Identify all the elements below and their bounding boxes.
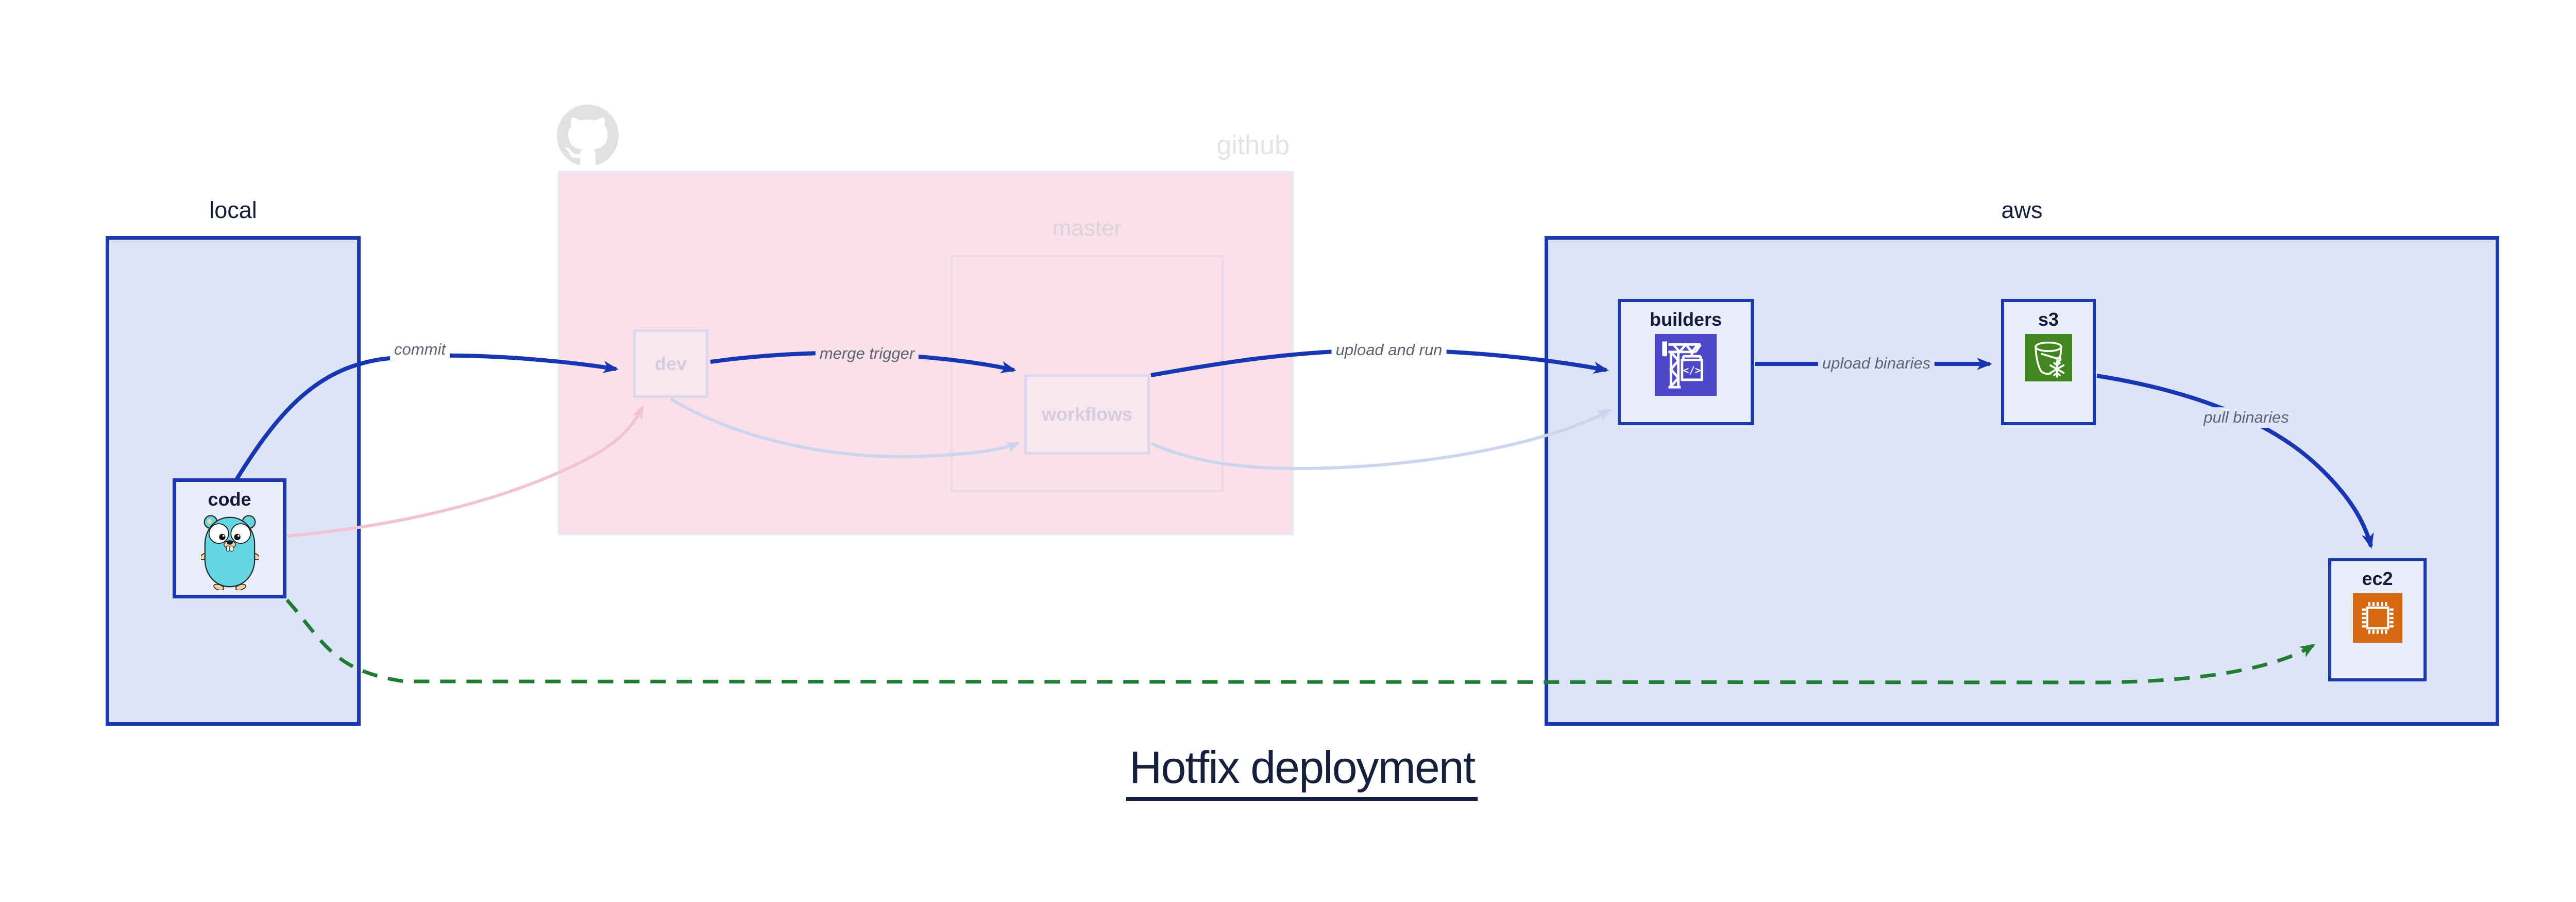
master-container-label: master bbox=[1052, 215, 1122, 241]
s3-glacier-bucket-icon bbox=[2025, 333, 2072, 381]
commit-arrow bbox=[234, 353, 619, 482]
faded-code-to-dev-arrow bbox=[286, 405, 644, 538]
codebuild-crane-icon: </> bbox=[1655, 333, 1717, 396]
s3-node-label: s3 bbox=[2038, 309, 2059, 330]
go-gopher-icon bbox=[199, 514, 260, 591]
edge-label-commit: commit bbox=[390, 339, 450, 360]
code-node-label: code bbox=[208, 489, 251, 510]
github-octocat-icon bbox=[557, 105, 619, 165]
workflows-node: workflows bbox=[1024, 374, 1150, 455]
dev-node-label: dev bbox=[654, 353, 687, 374]
ec2-chip-icon bbox=[2352, 593, 2402, 643]
faded-dev-to-workflows-arrow bbox=[670, 397, 1021, 459]
codebuild-crane-icon: </> bbox=[1655, 333, 1717, 396]
hotfix-code-to-ec2-dashed-arrow bbox=[285, 598, 2316, 684]
s3-node: s3 bbox=[2001, 299, 2096, 425]
builders-node: builders </> bbox=[1618, 299, 1754, 425]
diagram-title: Hotfix deployment bbox=[1126, 741, 1478, 801]
edge-label-upload-and-run: upload and run bbox=[1331, 340, 1447, 360]
local-container-label: local bbox=[209, 197, 257, 223]
master-container bbox=[951, 255, 1224, 492]
workflows-node-label: workflows bbox=[1041, 404, 1133, 425]
builders-node-label: builders bbox=[1649, 309, 1722, 330]
ec2-node-label: ec2 bbox=[2362, 568, 2393, 589]
dev-node: dev bbox=[633, 329, 708, 398]
ec2-chip-icon bbox=[2352, 593, 2402, 643]
ec2-node: ec2 bbox=[2328, 558, 2427, 681]
edge-label-upload-binaries: upload binaries bbox=[1818, 353, 1935, 374]
svg-text:</>: </> bbox=[1683, 364, 1701, 376]
pull-binaries-arrow bbox=[2096, 374, 2374, 549]
s3-glacier-bucket-icon bbox=[2025, 333, 2072, 381]
github-container-label: github bbox=[1216, 130, 1290, 160]
faded-workflows-to-builders-arrow bbox=[1150, 409, 1612, 471]
go-gopher-icon bbox=[199, 514, 260, 591]
code-node: code bbox=[173, 478, 286, 598]
aws-container-label: aws bbox=[2001, 197, 2043, 223]
edge-label-merge-trigger: merge trigger bbox=[815, 343, 919, 364]
edge-label-pull-binaries: pull binaries bbox=[2199, 407, 2293, 428]
diagram-title-wrap: Hotfix deployment bbox=[0, 741, 2576, 801]
github-octocat-icon bbox=[557, 105, 619, 166]
